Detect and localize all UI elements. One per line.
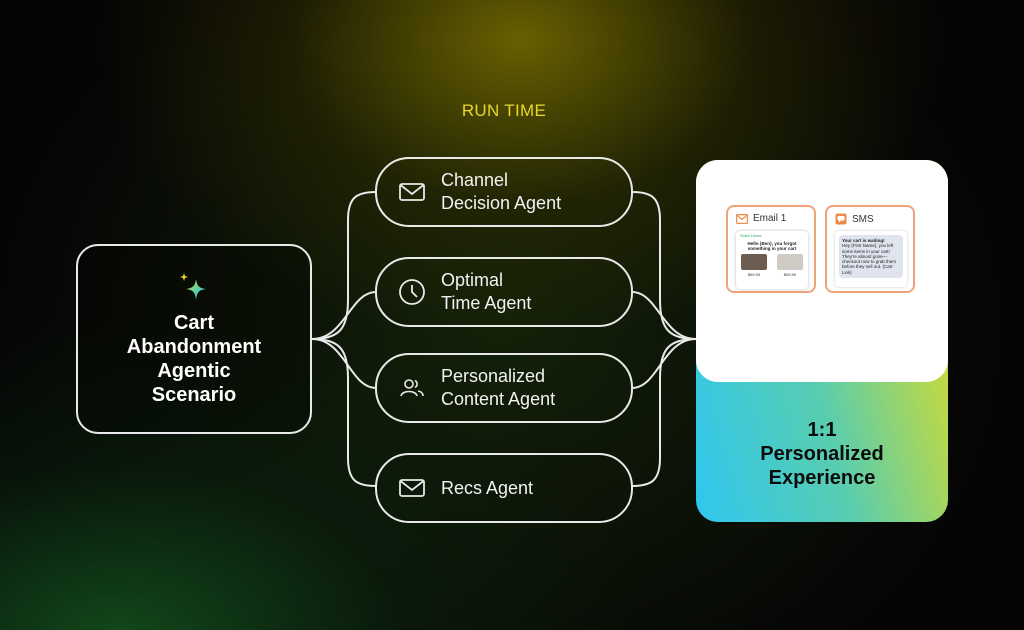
agent-personalized-content: Personalized Content Agent [375,353,633,423]
mail-icon [399,183,425,201]
agent-label: Optimal [441,270,504,290]
connector-right-3 [631,338,697,389]
preview-panel: Email 1 Soleil Home Hello {Ben}, you for… [696,160,948,382]
agent-label: Content Agent [441,389,556,409]
sms-card: SMS Your cart is waiting! Hey {First Nam… [825,205,915,293]
result-title-line: Experience [768,467,876,489]
sms-icon [835,213,847,225]
agent-recs: Recs Agent [375,453,633,523]
connector-left-3 [311,338,377,389]
email-preview: Soleil Home Hello {Ben}, you forgot some… [736,231,808,289]
connector-left-2 [311,291,377,340]
result-title: 1:1 Personalized Experience [696,418,948,490]
scenario-line: Scenario [151,384,237,406]
agent-label: Channel [441,170,509,190]
agent-channel-decision: Channel Decision Agent [375,157,633,227]
scenario-box: Cart Abandonment Agentic Scenario [76,244,312,434]
people-icon [400,379,424,397]
scenario-line: Abandonment [126,336,262,358]
clock-icon [399,279,425,305]
connector-right-2 [631,291,697,340]
product-image [741,254,767,270]
connector-left-4 [311,338,377,487]
product-price: $59.99 [783,272,797,277]
mail-icon [736,213,748,224]
sms-card-label: SMS [852,213,874,225]
connector-left-1 [311,191,377,340]
agent-optimal-time: Optimal Time Agent [375,257,633,327]
scenario-title: Cart Abandonment Agentic Scenario [127,311,261,407]
result-title-line: Personalized [760,443,884,465]
sparkle-icon [180,273,206,300]
email-card: Email 1 Soleil Home Hello {Ben}, you for… [726,205,816,293]
sms-message: Hey {First Name}, you left some items in… [842,243,897,275]
result-title-line: 1:1 [807,419,837,441]
agent-label: Personalized [441,366,546,386]
agent-label: Decision Agent [441,193,562,213]
agent-label: Time Agent [441,293,532,313]
personalized-experience-box: Email 1 Soleil Home Hello {Ben}, you for… [696,160,948,522]
agent-label: Recs Agent [441,477,534,498]
connector-right-1 [631,191,697,340]
mail-icon [399,479,425,497]
sms-message-title: Your cart is waiting! [842,238,885,243]
email-brand: Soleil Home [740,233,762,238]
email-message: Hello {Ben}, you forgot something in you… [747,241,797,251]
sms-preview: Your cart is waiting! Hey {First Name}, … [835,231,907,287]
scenario-line: Agentic [157,360,231,382]
email-card-label: Email 1 [753,213,787,224]
product-image [777,254,803,270]
product-price: $59.99 [747,272,761,277]
connector-right-4 [631,338,697,487]
run-time-label: RUN TIME [461,101,547,120]
scenario-line: Cart [173,312,214,334]
